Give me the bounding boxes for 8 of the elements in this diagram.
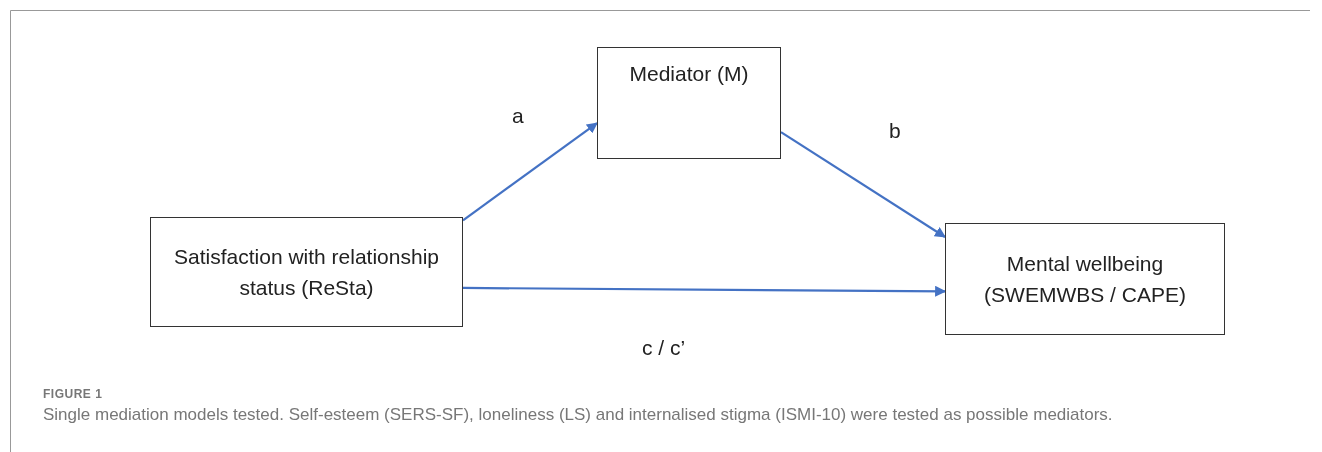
arrow xyxy=(780,131,946,238)
figure-number: FIGURE 1 xyxy=(43,387,103,401)
caption: Single mediation models tested. Self-esteem (SERS-SF), loneliness (LS) and internalised stigma (ISMI-10) were tested as possible mediators. xyxy=(43,405,1113,425)
process-box: Satisfaction with relationship status (ReSta) xyxy=(150,217,463,327)
arrow xyxy=(463,285,947,297)
arrow xyxy=(462,122,598,222)
process-box: Mental wellbeing (SWEMWBS / CAPE) xyxy=(945,223,1225,335)
process-box: Mediator (M) xyxy=(597,47,781,159)
